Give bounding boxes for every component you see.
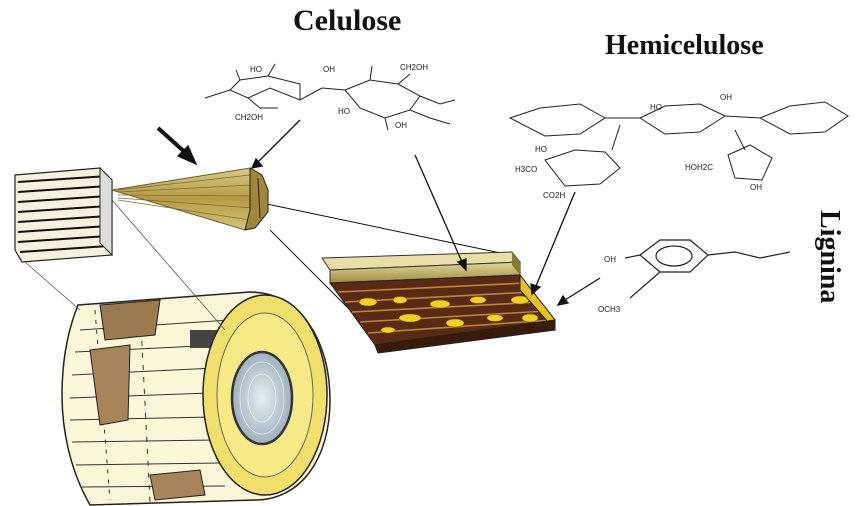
chem-label: HOH2C (685, 163, 713, 172)
chem-label: OH (323, 65, 335, 74)
chem-label: OH (720, 93, 732, 102)
chem-label: OH (395, 121, 407, 130)
chem-label: OH (604, 255, 616, 264)
chem-label: HO (650, 103, 662, 112)
chem-label: OCH3 (598, 305, 621, 314)
hemicellulose-label: Hemicelulose (605, 30, 764, 62)
hemicellulose-structure (510, 102, 848, 186)
chem-label: CH2OH (235, 113, 263, 122)
cell-wall-layers (322, 252, 555, 353)
chem-label: CH2OH (400, 63, 428, 72)
chem-label: HO (250, 65, 262, 74)
chem-label: HO (338, 107, 350, 116)
wood-log (62, 292, 330, 505)
chem-label: CO2H (543, 191, 565, 200)
cellulose-label: Celulose (293, 4, 401, 38)
fiber-bundle (15, 168, 112, 262)
lignin-label: Lignina (813, 210, 845, 303)
chem-label: HO (535, 145, 547, 154)
chem-label: OH (750, 183, 762, 192)
chem-label: H3CO (515, 165, 537, 174)
lignin-structure (625, 240, 790, 298)
microfibril-cone (112, 168, 268, 230)
